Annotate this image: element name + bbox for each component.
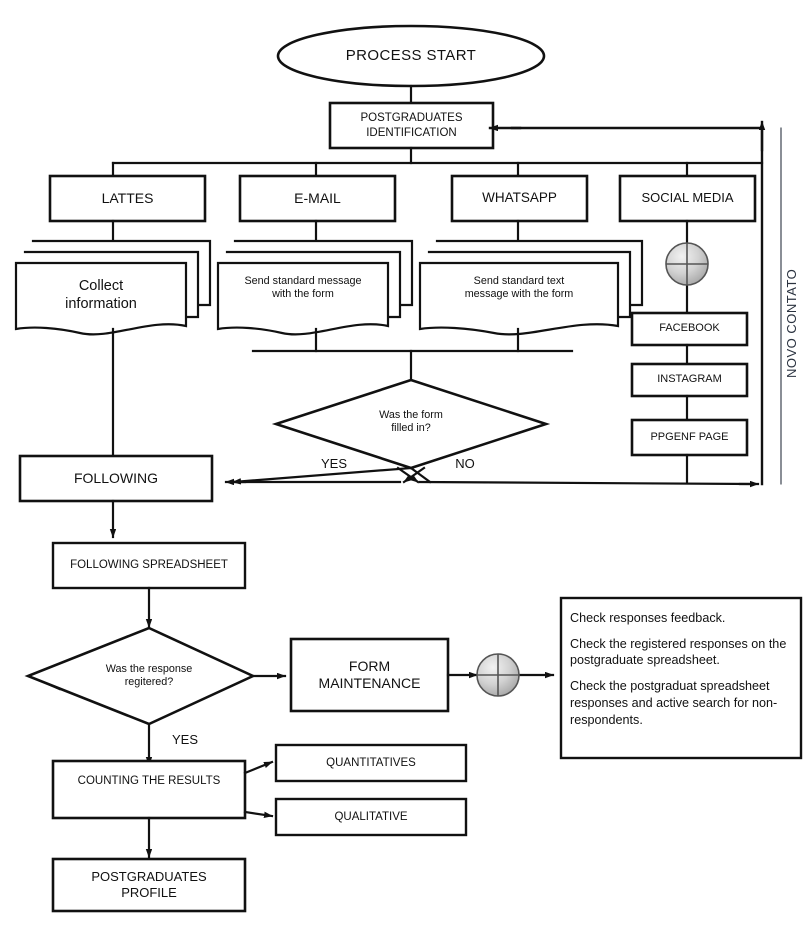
notes-box-shape: [559, 596, 803, 760]
edge-no-run-right: [418, 480, 754, 486]
counting-results-shape: [51, 759, 247, 820]
process-start-shape: [276, 24, 546, 88]
edge-counting-quantitatives: [243, 760, 274, 775]
decision-response-hairline: [27, 675, 61, 691]
novo-contato-label: NOVO CONTATO: [784, 268, 799, 378]
form-maintenance-shape: [289, 637, 450, 713]
channel-email-shape: [238, 174, 397, 223]
note-item-1: Check responses feedback.: [570, 611, 726, 625]
edge-no-stub: [396, 466, 420, 484]
channel-social-shape: [618, 174, 757, 223]
channel-lattes-shape: [48, 174, 207, 223]
result-quantitatives-shape: [274, 743, 468, 783]
doc-stack-collect-front: [14, 261, 188, 336]
edge-decision-no: [409, 466, 432, 484]
postgraduates-identification-shape: [328, 101, 495, 150]
social-facebook-shape: [630, 311, 749, 347]
following-shape: [18, 454, 214, 503]
notes-connector-icon-group: [476, 653, 520, 697]
edge-counting-qualitative: [243, 810, 274, 818]
result-qualitative-shape: [274, 797, 468, 837]
note-item-2: Check the registered responses on the po…: [570, 636, 787, 668]
channel-whatsapp-shape: [450, 174, 589, 223]
edge-decision-yes: [231, 466, 413, 485]
doc-stack-whatsapp-front: [418, 261, 620, 336]
social-connector-icon-group: [665, 242, 709, 286]
decision-form-shape: [271, 378, 551, 470]
following-spreadsheet-shape: [51, 541, 247, 590]
social-instagram-shape: [630, 362, 749, 398]
notes-box-text: Check responses feedback. Check the regi…: [570, 610, 794, 728]
social-ppgenf-shape: [630, 418, 749, 457]
postgraduates-profile-shape: [51, 857, 247, 913]
doc-stack-email-front: [216, 261, 390, 336]
decision-response-shape: [24, 626, 257, 726]
note-item-3: Check the postgraduat spreadsheet respon…: [570, 679, 778, 727]
